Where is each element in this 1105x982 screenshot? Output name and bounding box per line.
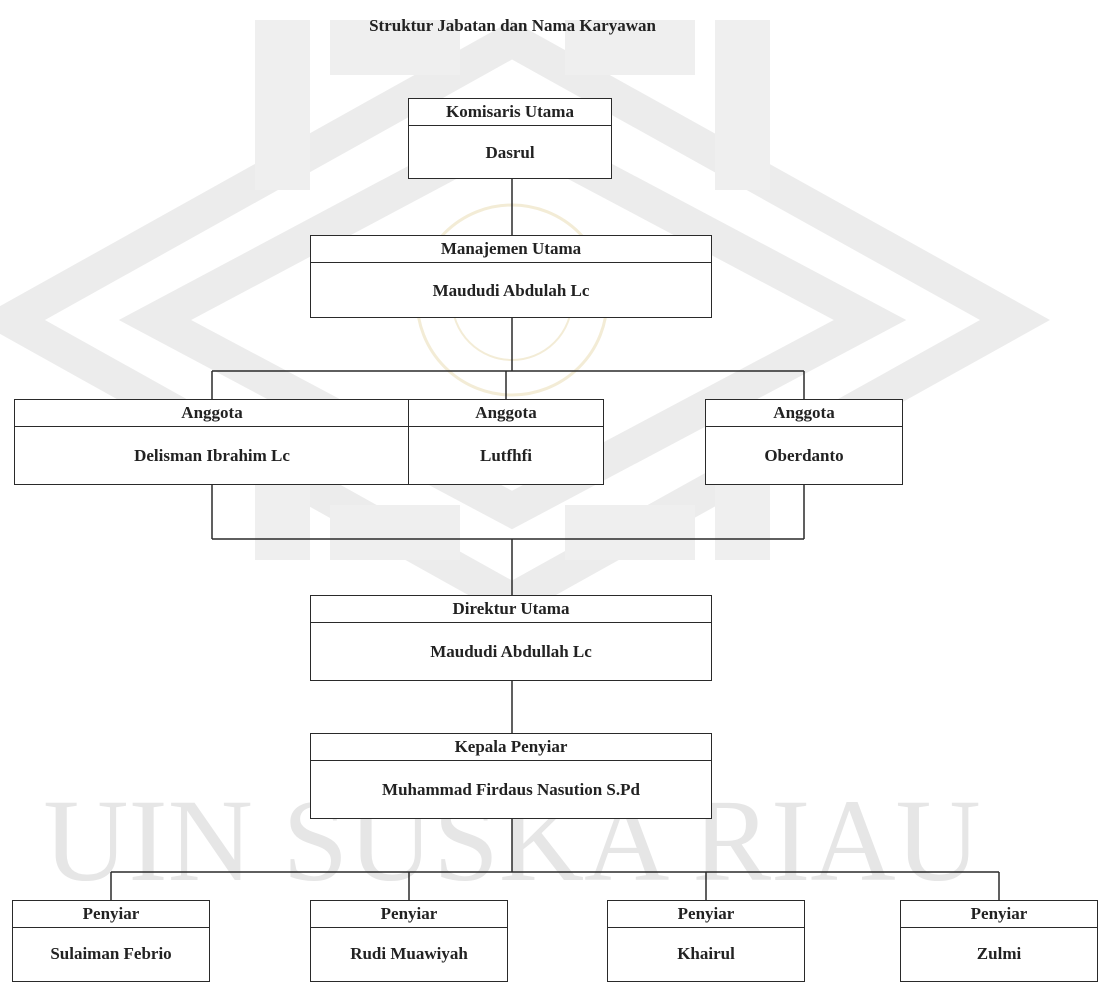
- node-role: Penyiar: [608, 901, 804, 928]
- node-person-name: Maududi Abdulah Lc: [432, 281, 590, 300]
- node-anggota-3: Anggota Oberdanto: [705, 399, 903, 485]
- node-manajemen-utama: Manajemen Utama Maududi Abdulah Lc: [310, 235, 712, 318]
- node-role: Penyiar: [901, 901, 1097, 928]
- node-person-name: Lutfhfi: [480, 446, 532, 465]
- node-role: Penyiar: [13, 901, 209, 928]
- node-role: Komisaris Utama: [409, 99, 611, 126]
- node-person-name: Muhammad Firdaus Nasution S.Pd: [382, 780, 640, 799]
- node-person-name: Dasrul: [485, 143, 535, 162]
- node-penyiar-4: Penyiar Zulmi: [900, 900, 1098, 982]
- node-role: Anggota: [15, 400, 409, 427]
- node-role: Anggota: [706, 400, 902, 427]
- node-person-name: Oberdanto: [764, 446, 844, 465]
- node-penyiar-1: Penyiar Sulaiman Febrio: [12, 900, 210, 982]
- node-role: Kepala Penyiar: [311, 734, 711, 761]
- node-person-name: Zulmi: [976, 944, 1022, 963]
- node-penyiar-3: Penyiar Khairul: [607, 900, 805, 982]
- node-anggota-1: Anggota Delisman Ibrahim Lc: [14, 399, 410, 485]
- node-person-name: Sulaiman Febrio: [50, 944, 172, 963]
- node-person-name: Khairul: [677, 944, 735, 963]
- node-person-name: Rudi Muawiyah: [350, 944, 468, 963]
- node-penyiar-2: Penyiar Rudi Muawiyah: [310, 900, 508, 982]
- node-role: Direktur Utama: [311, 596, 711, 623]
- node-role: Penyiar: [311, 901, 507, 928]
- chart-title: Struktur Jabatan dan Nama Karyawan: [369, 16, 656, 35]
- node-person-name: Delisman Ibrahim Lc: [134, 446, 290, 465]
- node-kepala-penyiar: Kepala Penyiar Muhammad Firdaus Nasution…: [310, 733, 712, 819]
- node-direktur-utama: Direktur Utama Maududi Abdullah Lc: [310, 595, 712, 681]
- node-anggota-2: Anggota Lutfhfi: [408, 399, 604, 485]
- node-komisaris-utama: Komisaris Utama Dasrul: [408, 98, 612, 179]
- node-person-name: Maududi Abdullah Lc: [430, 642, 592, 661]
- node-role: Manajemen Utama: [311, 236, 711, 263]
- node-role: Anggota: [409, 400, 603, 427]
